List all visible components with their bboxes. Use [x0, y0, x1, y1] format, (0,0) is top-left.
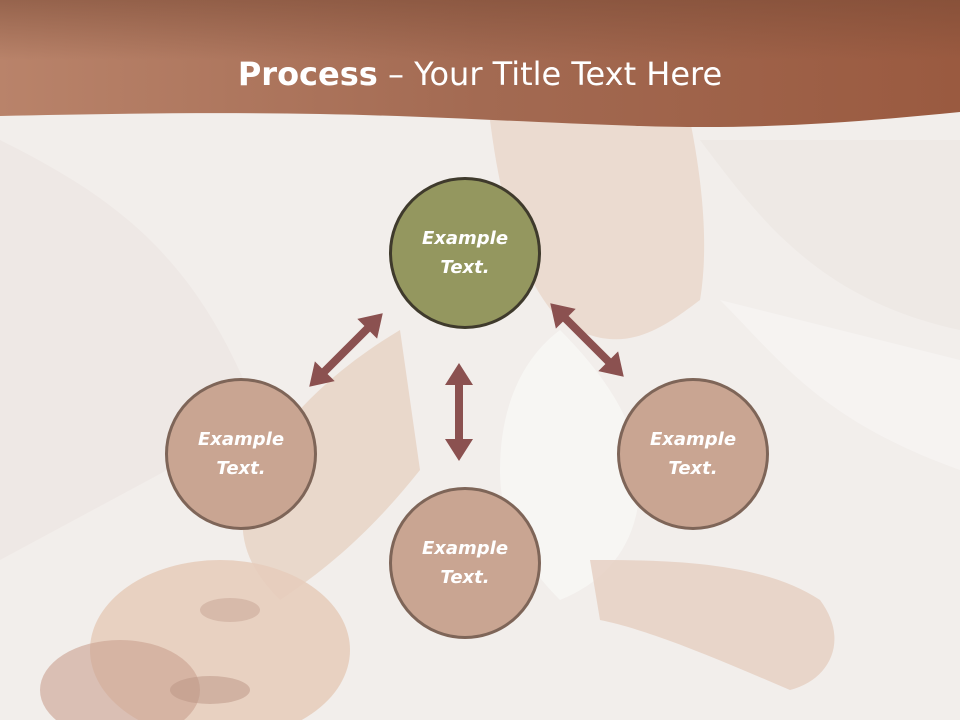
node-label-line1: Example [421, 538, 509, 559]
node-label-line2: Text. [440, 567, 490, 588]
process-node-left: Example Text. [165, 378, 317, 530]
node-label-line1: Example [197, 429, 285, 450]
node-label-line2: Text. [668, 458, 718, 479]
title-bold: Process [237, 55, 378, 93]
node-label-line1: Example [421, 228, 509, 249]
title-separator: – [377, 55, 415, 93]
slide-title: Process – Your Title Text Here [0, 52, 960, 96]
node-label-line2: Text. [440, 257, 490, 278]
process-node-top: Example Text. [389, 177, 541, 329]
process-node-bottom: Example Text. [389, 487, 541, 639]
arrow-top-left [309, 313, 383, 387]
arrow-vertical [445, 363, 473, 461]
node-label-line1: Example [649, 429, 737, 450]
node-label-line2: Text. [216, 458, 266, 479]
arrow-top-right [550, 303, 624, 377]
title-rest: Your Title Text Here [414, 55, 723, 93]
process-node-right: Example Text. [617, 378, 769, 530]
